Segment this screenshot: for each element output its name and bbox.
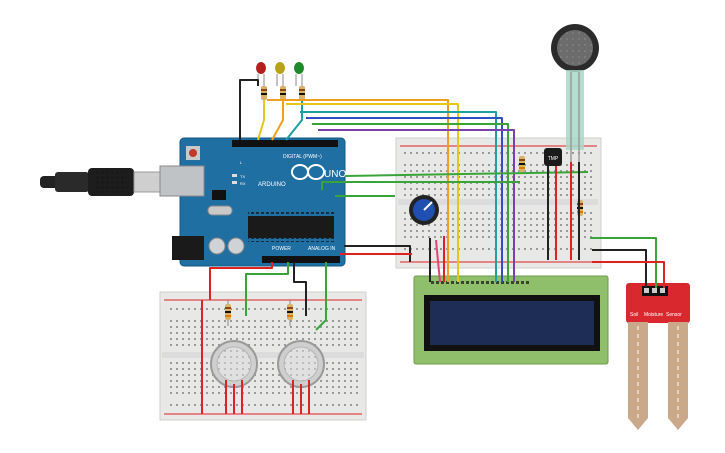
wire-pink	[435, 239, 441, 283]
wire-orange	[271, 100, 284, 141]
potentiometer	[409, 195, 439, 225]
reset-button	[189, 149, 197, 157]
wire-teal	[300, 111, 497, 282]
led-yellow	[275, 62, 285, 86]
arduino-uno-board: UNO ARDUINO DIGITAL (PWM~) POWER ANALOG …	[159, 137, 346, 267]
capacitor	[227, 237, 245, 255]
power-jack	[172, 236, 204, 260]
wire-black	[592, 249, 647, 288]
soil-moisture-sensor: Soil Moisture Sensor	[626, 283, 690, 430]
digital-header-label: DIGITAL (PWM~)	[283, 154, 322, 160]
analog-header-label: ANALOG IN	[308, 246, 336, 252]
led-green	[294, 62, 304, 86]
arduino-model-label: UNO	[324, 169, 346, 180]
wire-green	[312, 123, 509, 282]
resistor	[225, 300, 231, 326]
lcd-display	[413, 275, 609, 365]
breadboard-bottom-left	[159, 291, 367, 421]
wire-teal	[285, 100, 303, 141]
resistor	[519, 156, 525, 172]
l-led-label: L	[240, 160, 243, 165]
wires	[201, 79, 665, 414]
wire-green	[315, 262, 327, 331]
resistor	[261, 86, 267, 100]
wire-orange	[267, 99, 449, 282]
usb-port	[159, 165, 205, 197]
wire-green	[245, 262, 289, 316]
wire-yellow	[257, 100, 265, 141]
rx-label: RX	[240, 181, 246, 186]
resistor	[280, 86, 286, 100]
gas-sensor-2	[277, 340, 325, 388]
wire-blue	[306, 117, 503, 282]
power-analog-header	[262, 256, 340, 263]
lcd-screen	[430, 301, 594, 345]
wire-green	[321, 181, 520, 190]
wire-purple	[318, 129, 515, 282]
wire-red	[209, 262, 273, 300]
wire-yellow	[286, 103, 459, 282]
capacitor	[208, 237, 226, 255]
temperature-sensor: TMP	[544, 148, 562, 166]
gas-sensor-1	[210, 340, 258, 388]
wire-black	[239, 79, 259, 140]
resistor	[287, 300, 293, 326]
icsp-header	[212, 190, 226, 200]
tx-label: TX	[240, 174, 245, 179]
crystal-oscillator	[207, 205, 233, 216]
arduino-brand-label: ARDUINO	[258, 182, 286, 188]
wire-black	[293, 262, 307, 316]
wire-red	[592, 261, 665, 288]
resistor	[299, 86, 305, 100]
wire-green	[590, 237, 657, 288]
soil-sensor-label-2: Moisture	[644, 312, 663, 318]
atmega-chip	[248, 216, 334, 238]
usb-cable	[40, 168, 161, 196]
force-sensor	[551, 24, 599, 162]
power-header-label: POWER	[272, 246, 291, 252]
temp-sensor-label: TMP	[548, 156, 559, 162]
wire-black	[344, 245, 411, 262]
soil-sensor-label-1: Soil	[630, 312, 638, 318]
arduino-infinity-logo	[291, 164, 325, 180]
soil-sensor-label-3: Sensor	[666, 312, 682, 318]
